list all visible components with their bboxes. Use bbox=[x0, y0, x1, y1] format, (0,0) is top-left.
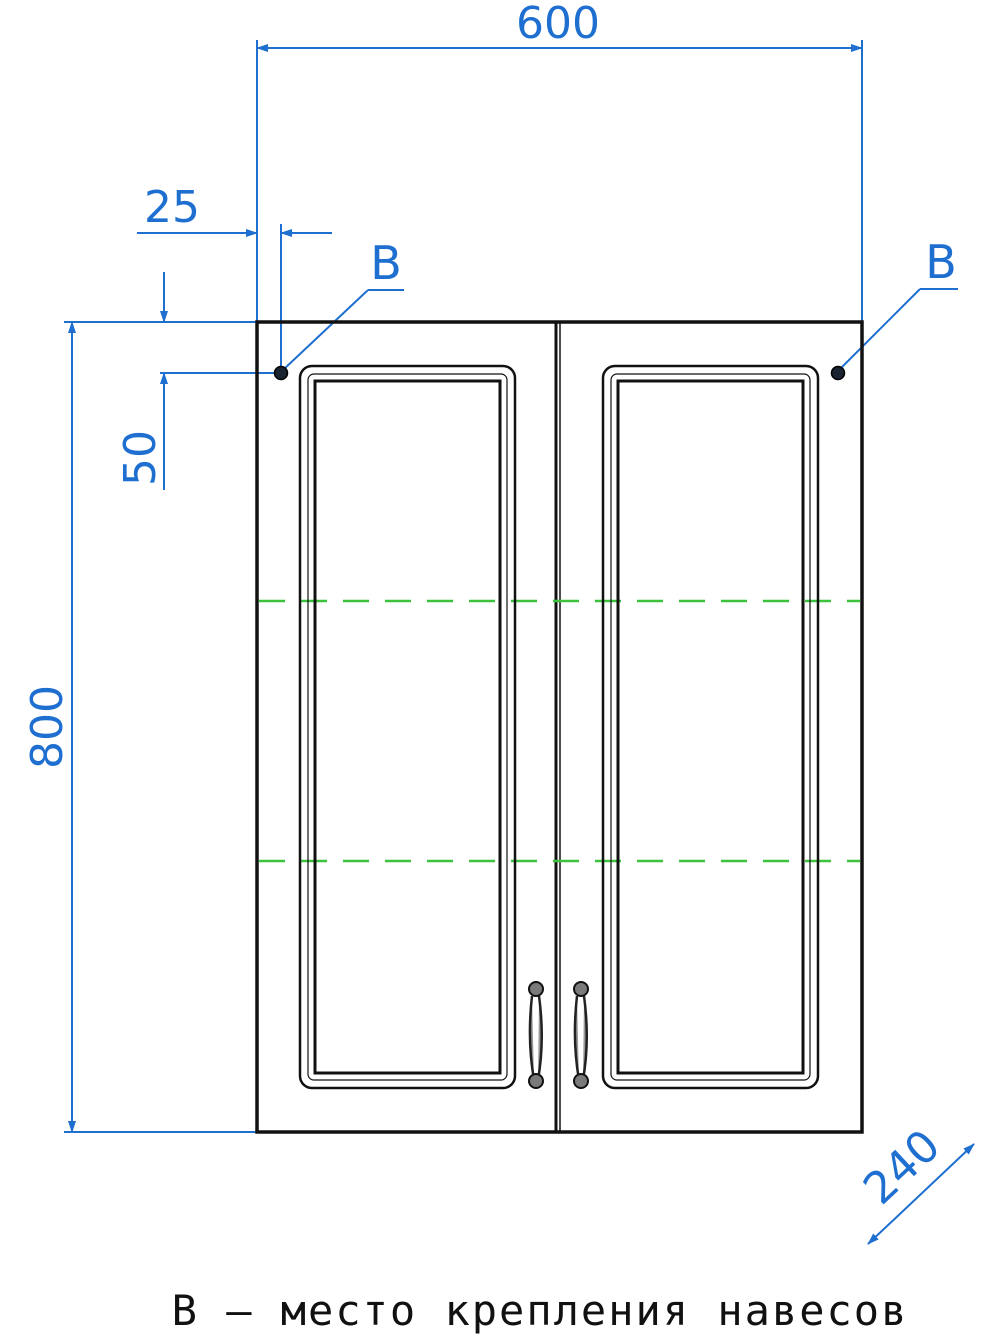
mount-offset-y-dimension: 50 bbox=[115, 272, 281, 490]
depth-dimension: 240 bbox=[854, 1120, 975, 1245]
callout-right-label: B bbox=[925, 235, 957, 289]
left-handle bbox=[528, 981, 544, 1089]
left-door bbox=[298, 364, 517, 1090]
legend-text: B – место крепления навесов bbox=[172, 1286, 909, 1335]
width-label: 600 bbox=[516, 0, 600, 49]
height-dimension: 800 bbox=[22, 321, 257, 1133]
mount-offset-y-label: 50 bbox=[115, 430, 166, 486]
mount-offset-x-label: 25 bbox=[144, 182, 200, 233]
callout-right: B bbox=[839, 235, 958, 370]
mount-point-left bbox=[273, 365, 289, 381]
depth-label: 240 bbox=[854, 1120, 950, 1215]
callout-left: B bbox=[283, 236, 404, 370]
callout-left-label: B bbox=[370, 236, 402, 290]
cabinet-body bbox=[255, 320, 864, 1134]
mount-point-right bbox=[830, 365, 846, 381]
right-door bbox=[601, 364, 820, 1090]
height-label: 800 bbox=[22, 685, 73, 769]
right-handle bbox=[573, 981, 589, 1089]
mount-offset-x-dimension: 25 bbox=[137, 182, 332, 372]
width-dimension: 600 bbox=[256, 0, 863, 322]
shelves bbox=[259, 599, 860, 863]
